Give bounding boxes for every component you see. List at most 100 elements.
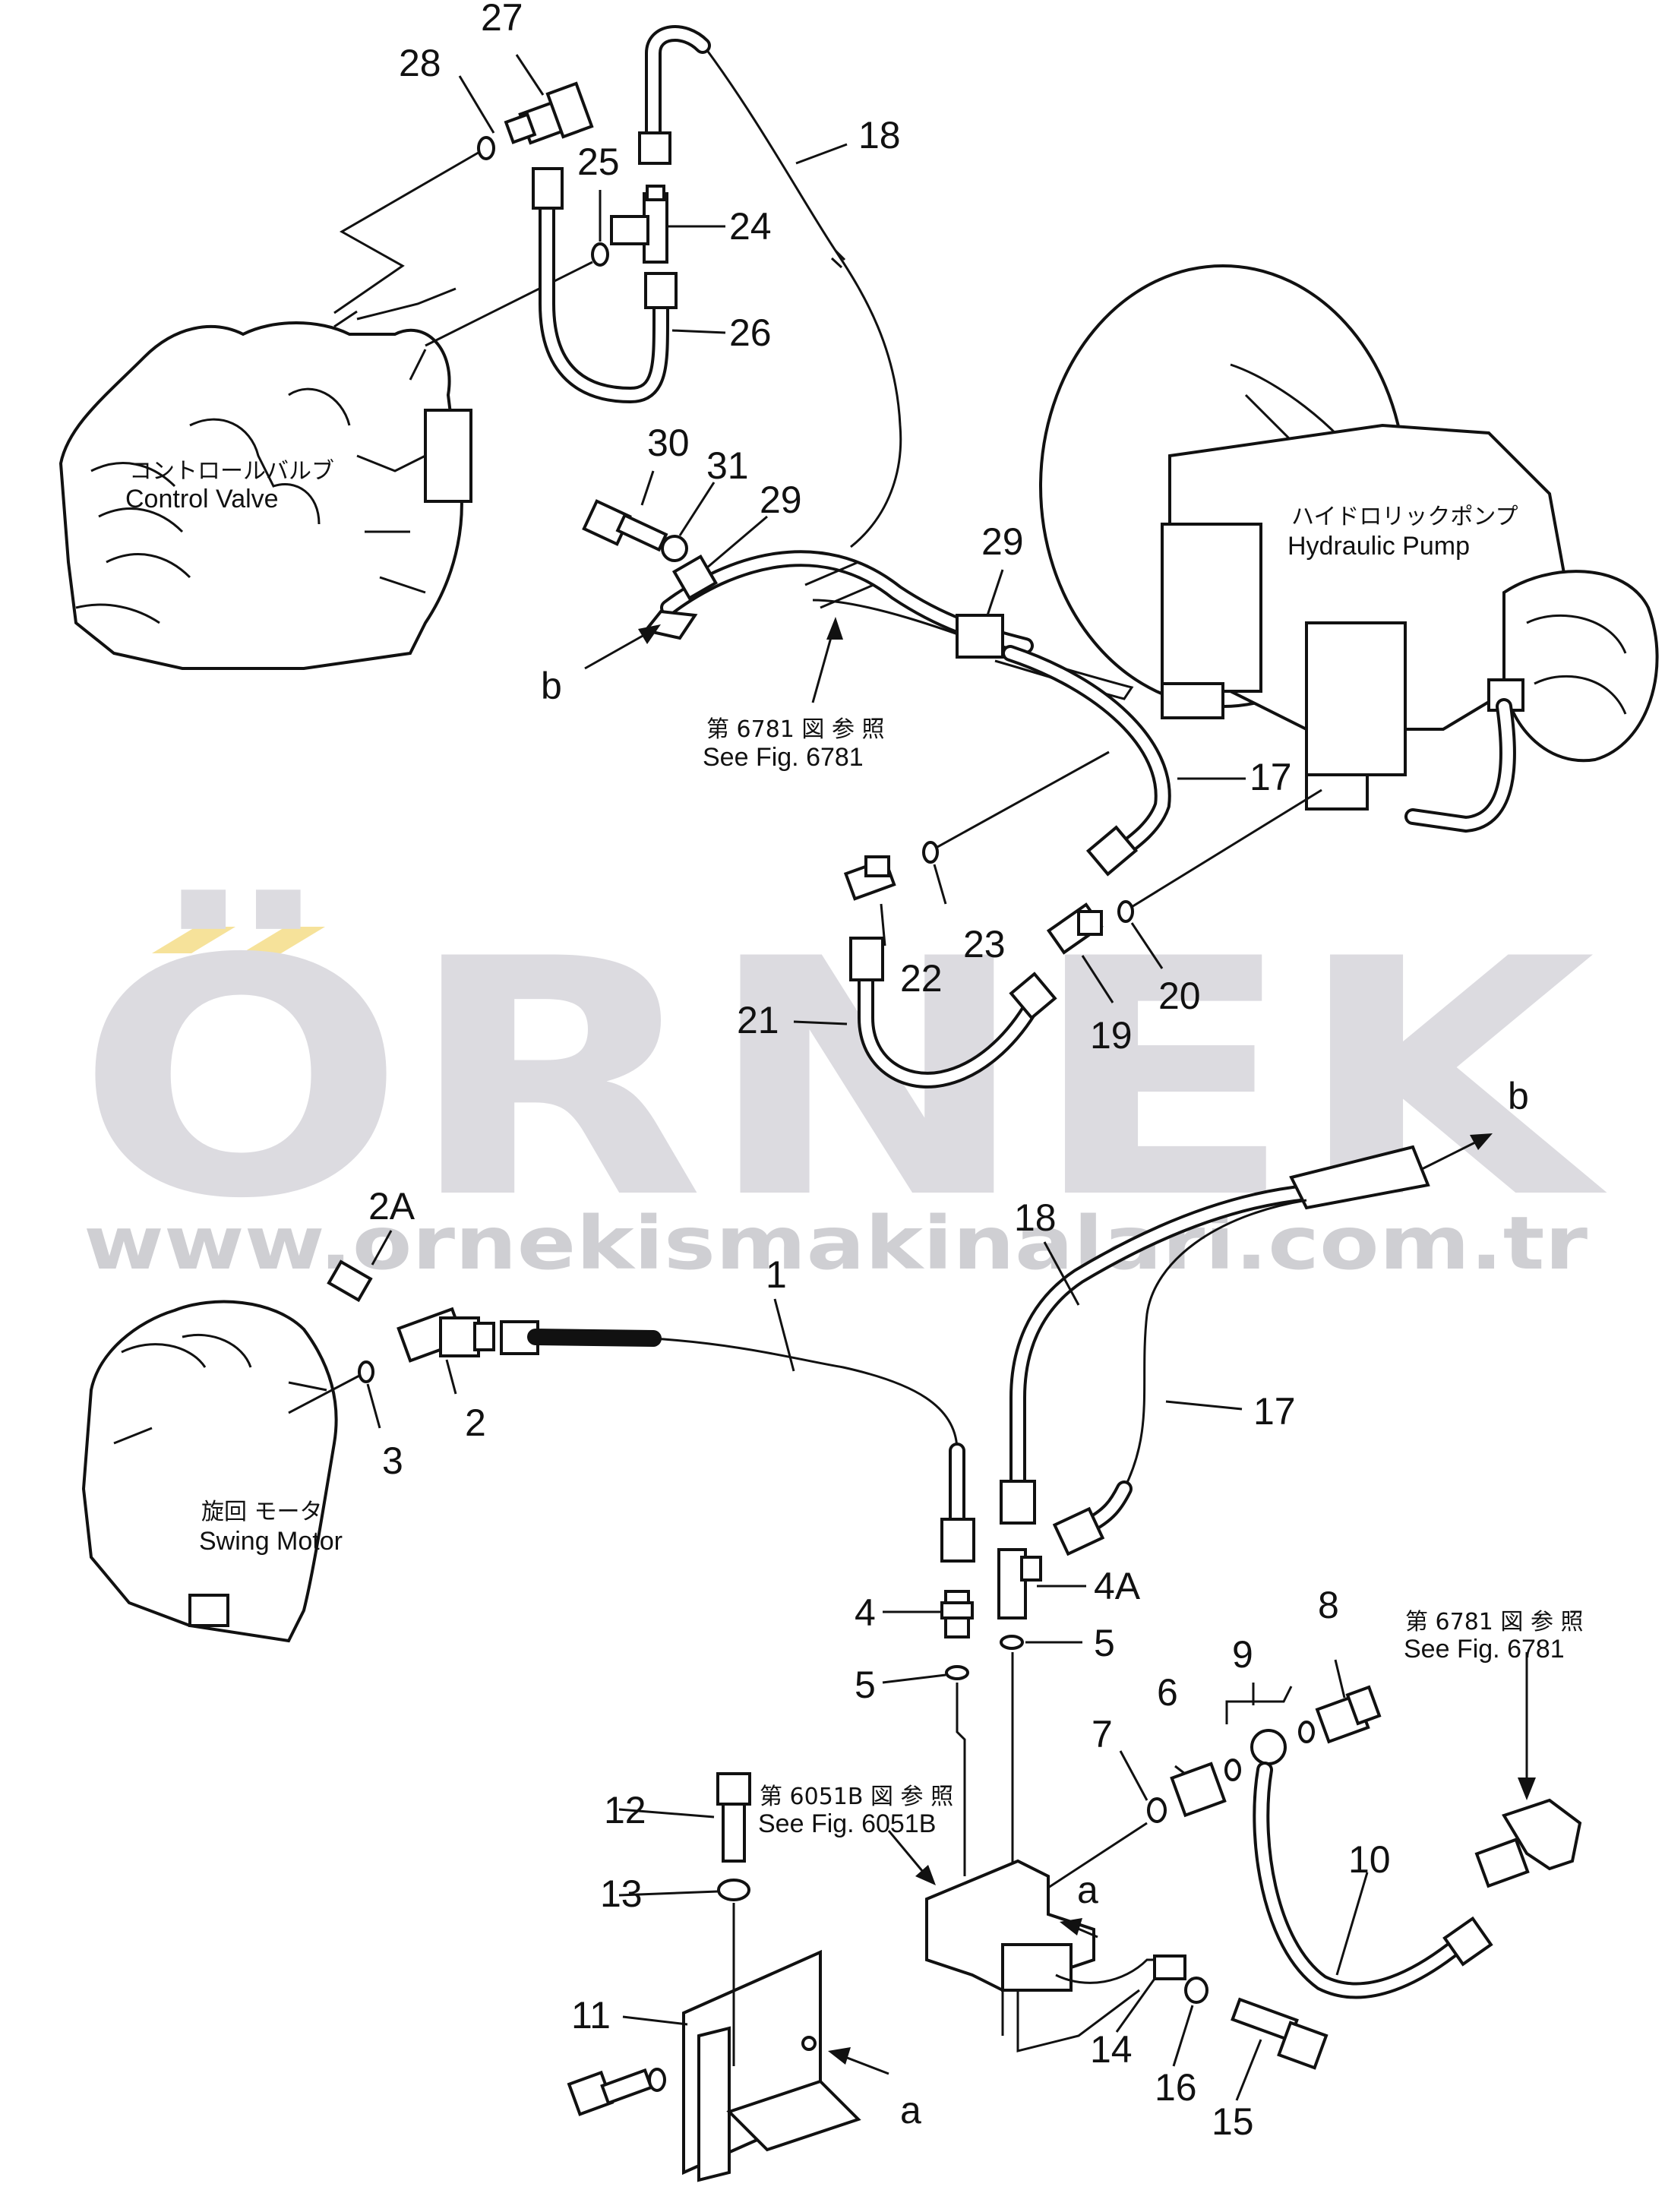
hose-17-end (1085, 825, 1139, 877)
bolt-lower (567, 2068, 666, 2116)
hose-17-fitting (1052, 1506, 1105, 1556)
hose-cut-end-right (1289, 1145, 1430, 1210)
leader-25 (425, 261, 593, 347)
arrow-ref-6781-right-head (1518, 1778, 1536, 1800)
callout-a-bottom: a (900, 2089, 921, 2131)
o-ring-3 (358, 1360, 374, 1383)
elbow-22 (843, 855, 896, 901)
o-ring-20 (1117, 900, 1134, 923)
callout-4A: 4A (1094, 1565, 1141, 1607)
elbow-19 (1046, 902, 1104, 955)
o-ring-9-b (1298, 1721, 1315, 1743)
hose-21 (849, 937, 1057, 1089)
callout-leaders (366, 54, 1369, 2101)
arrow-ref-6051b (887, 1830, 928, 1877)
hose-26-end-right (644, 272, 678, 309)
elbow-2 (397, 1307, 495, 1363)
leader-5-left (956, 1683, 966, 1876)
callout-12: 12 (604, 1789, 646, 1831)
hose-21-end-top (849, 937, 884, 981)
bolt-30 (582, 499, 668, 552)
hose-26-end-top (532, 167, 564, 210)
hydraulic-pump-label: Hydraulic Pump (1287, 532, 1470, 561)
solenoid-valve-block (925, 1859, 1186, 2052)
ref-6781-top-jp: 第 6781 図 参 照 (706, 716, 885, 743)
fitting-27 (504, 81, 594, 145)
callout-29-right: 29 (981, 520, 1024, 563)
hose-1-fitting (940, 1518, 975, 1563)
hydraulic-pump-label-jp: ハイドロリックポンプ (1291, 504, 1518, 530)
hose-17-top (1002, 645, 1171, 877)
fitting-24 (610, 185, 668, 264)
leader-3 (288, 1373, 362, 1414)
o-ring-28 (477, 136, 495, 160)
hose-10 (1250, 1729, 1493, 1999)
o-ring-9-a (1224, 1759, 1241, 1781)
arrow-b-left-head (638, 624, 661, 644)
adapter-4 (940, 1590, 974, 1638)
washer-13 (717, 1879, 750, 1901)
leader-28 (333, 147, 487, 314)
callout-b-left: b (541, 665, 562, 707)
hose-18-bottom (1000, 1145, 1430, 1525)
hose-10-end (1442, 1916, 1493, 1967)
leader-20 (1123, 788, 1322, 913)
callout-24: 24 (729, 205, 772, 248)
callout-11: 11 (571, 1994, 611, 2037)
callout-17-top: 17 (1250, 756, 1292, 798)
callout-30: 30 (647, 422, 690, 464)
ref-6781-right-jp: 第 6781 図 参 照 (1405, 1609, 1584, 1635)
callout-a-top: a (1077, 1869, 1098, 1911)
bracket-9 (1225, 1686, 1293, 1724)
bracket-11 (682, 1949, 861, 2182)
ref-6051b-jp: 第 6051B 図 参 照 (760, 1784, 953, 1810)
callout-2A: 2A (368, 1185, 415, 1228)
arrow-a-bottom (839, 2053, 889, 2075)
o-ring-5-left (945, 1665, 969, 1680)
callout-18-top: 18 (858, 114, 901, 156)
arrow-b-right-head (1470, 1133, 1493, 1150)
callout-9: 9 (1232, 1633, 1253, 1676)
callout-1: 1 (766, 1253, 787, 1296)
callout-4: 4 (855, 1591, 876, 1634)
callout-29-left: 29 (760, 479, 802, 521)
hose-18-fitting (1000, 1480, 1036, 1525)
callout-14: 14 (1090, 2028, 1133, 2071)
plug-2A (327, 1259, 373, 1303)
arrow-a-bottom-head (828, 2047, 851, 2065)
callout-23: 23 (963, 923, 1006, 965)
o-ring-25 (591, 242, 609, 267)
callout-16: 16 (1155, 2066, 1197, 2109)
valve-spool-block (424, 409, 472, 503)
leader-7 (1047, 1822, 1148, 1889)
callout-31: 31 (706, 444, 749, 487)
watermark-url: www.ornekismakinalari.com.tr (84, 1201, 1588, 1286)
clamp-29-right (956, 614, 1004, 659)
swing-motor-shaft (188, 1594, 229, 1627)
hose-21-end-right (1009, 972, 1057, 1020)
o-ring-7 (1147, 1797, 1167, 1823)
washer-31 (661, 535, 688, 562)
ref-6781-top-en: See Fig. 6781 (703, 743, 864, 772)
callout-5-right: 5 (1094, 1622, 1115, 1664)
callout-28: 28 (399, 42, 441, 84)
tee-4A (997, 1548, 1042, 1620)
swing-motor: 旋回 モータ Swing Motor (81, 1300, 343, 1643)
callout-26: 26 (729, 311, 772, 354)
hose-10-eye (1250, 1729, 1287, 1765)
callout-10: 10 (1348, 1838, 1391, 1881)
ref-6781-right-en: See Fig. 6781 (1404, 1635, 1565, 1664)
hose-17-bottom (1052, 1199, 1307, 1556)
callout-5-left: 5 (855, 1664, 876, 1706)
adapter-6 (1170, 1762, 1227, 1818)
bolt-12 (716, 1772, 751, 1863)
plug-8 (1315, 1685, 1382, 1744)
callout-21: 21 (737, 999, 779, 1041)
arrow-ref-6781-top-head (826, 617, 843, 640)
o-ring-5-right (1000, 1635, 1024, 1650)
washer-16 (1184, 1977, 1208, 2004)
arrow-b-right (1420, 1138, 1482, 1171)
hose-bundle-top (643, 550, 1134, 700)
